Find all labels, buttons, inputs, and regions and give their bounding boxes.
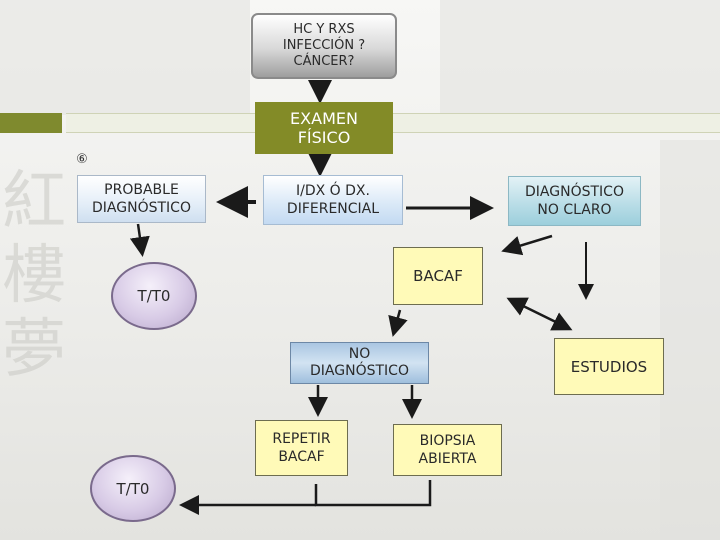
node-estudios: ESTUDIOS: [554, 338, 664, 395]
edge-bacaf-to-nodx: [388, 309, 408, 337]
background-calligraphy-watermark: 紅樓夢: [2, 165, 66, 387]
background-block: [660, 140, 720, 540]
edge-repetir-biopsia-to-tto: [314, 480, 432, 507]
title-bar-band: [66, 113, 720, 133]
node-tto-2: T/T0: [90, 455, 176, 522]
title-bar-accent: [0, 113, 62, 133]
edge-bacaf-estudios: [506, 297, 573, 331]
node-no-diagnostico: NO DIAGNÓSTICO: [290, 342, 429, 384]
node-hc-rxs: HC Y RXS INFECCIÓN ? CÁNCER?: [251, 13, 397, 79]
node-tto-1: T/T0: [111, 262, 197, 330]
node-idx-diferencial: I/DX Ó DX. DIFERENCIAL: [263, 175, 403, 225]
node-diagnostico-no-claro: DIAGNÓSTICO NO CLARO: [508, 176, 641, 226]
node-examen-fisico: EXAMEN FÍSICO: [255, 102, 393, 154]
node-biopsia-abierta: BIOPSIA ABIERTA: [393, 424, 502, 476]
background-block: [0, 0, 250, 115]
background-block: [440, 0, 720, 115]
edge-probable-to-tto: [129, 223, 150, 257]
slide-marker: ⑥: [76, 152, 88, 167]
node-probable-diagnostico: PROBABLE DIAGNÓSTICO: [77, 175, 206, 223]
node-bacaf: BACAF: [393, 247, 483, 305]
edge-noclaro-to-bacaf: [501, 234, 553, 256]
node-repetir-bacaf: REPETIR BACAF: [255, 420, 348, 476]
